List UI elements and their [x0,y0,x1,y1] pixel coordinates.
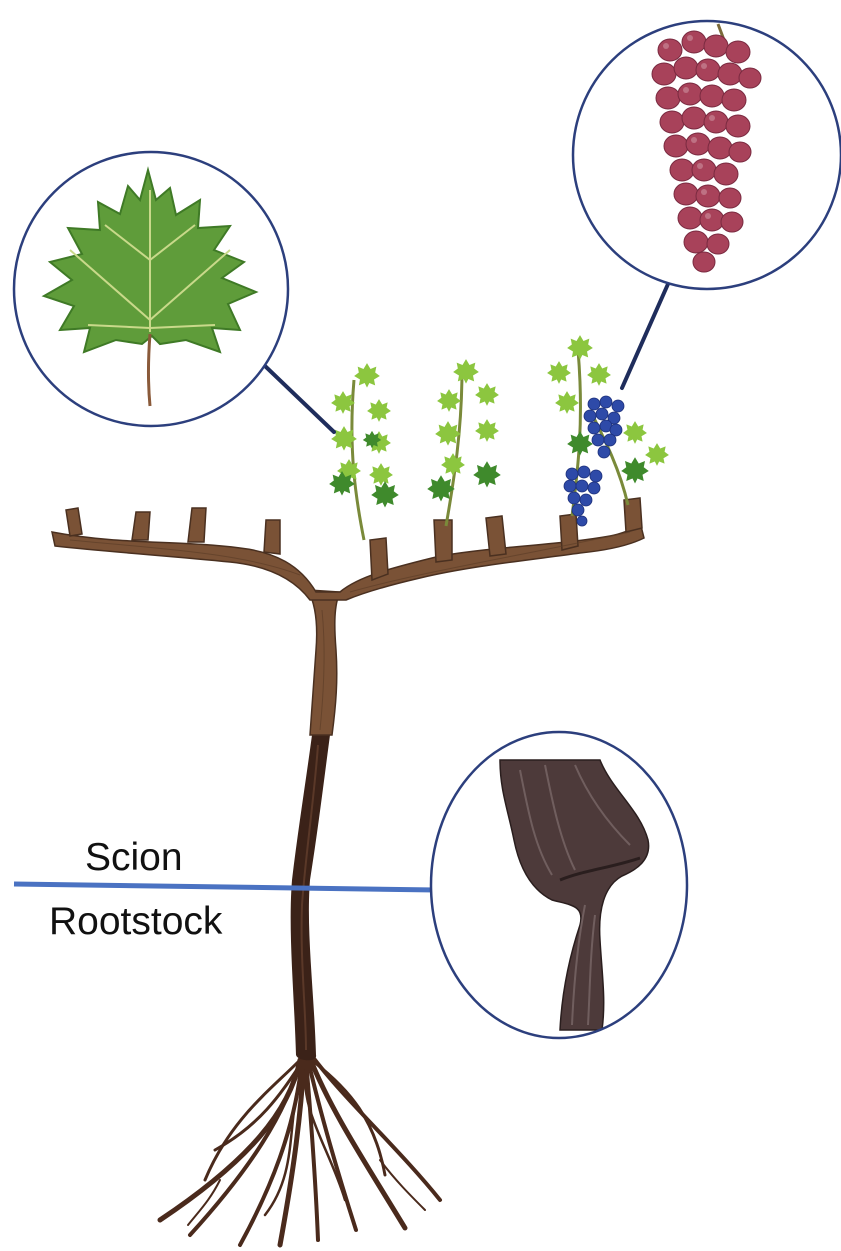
rootstock-label: Rootstock [49,902,222,941]
shoot-left [329,363,399,540]
scion-label: Scion [85,838,183,877]
rootstock-trunk [291,735,330,1060]
scion-wood [52,498,644,735]
graft-union-line [14,884,436,890]
bunch-callout-line [622,284,668,388]
leaf-inset [14,152,288,426]
leaf-callout-line [265,366,334,432]
shoot-middle [427,359,501,526]
graft-inset [431,732,687,1038]
callout-lines [265,284,668,432]
bunch-inset [573,21,841,289]
roots [160,1056,440,1245]
